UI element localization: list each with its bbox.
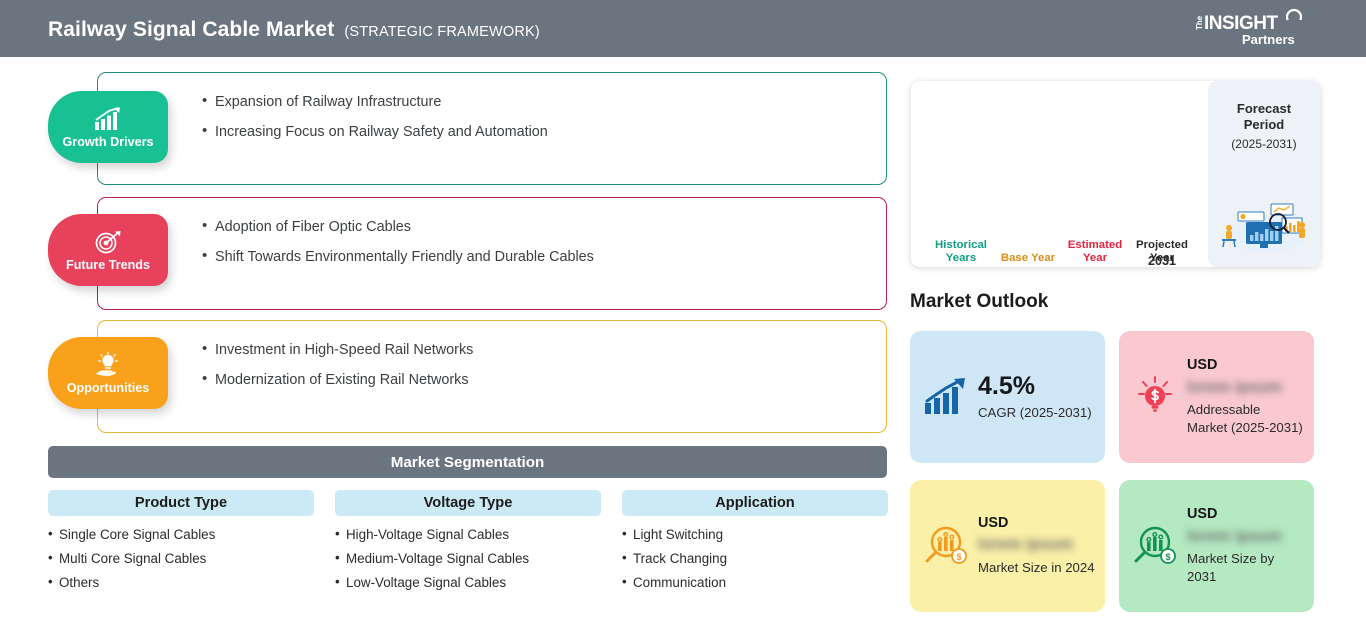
insight-partners-logo[interactable]: The INSIGHT Partners (1190, 8, 1310, 50)
panel-future-trends: Adoption of Fiber Optic Cables Shift Tow… (97, 197, 887, 310)
forecast-period-panel: Forecast Period (2025-2031) (1208, 81, 1320, 267)
svg-text:$: $ (956, 552, 961, 562)
list-item: Increasing Focus on Railway Safety and A… (202, 122, 886, 141)
forecast-line-3: (2025-2031) (1231, 136, 1297, 151)
framework-column: Expansion of Railway Infrastructure Incr… (0, 57, 900, 635)
segment-column-application: Application Light Switching Track Changi… (622, 490, 888, 599)
currency-label: USD (978, 514, 1009, 531)
hand-lightbulb-icon (92, 352, 124, 378)
list-item: Communication (622, 574, 888, 591)
timeline-period-label: 2031 (1147, 254, 1177, 267)
currency-label: USD (1187, 356, 1218, 373)
badge-future-trends[interactable]: Future Trends (48, 214, 168, 286)
market-outlook-title: Market Outlook (910, 291, 1049, 312)
page-header: Railway Signal Cable Market (STRATEGIC F… (0, 0, 1366, 57)
timeline-bars: 2021-2023 Historical Years (911, 81, 1208, 267)
outlook-card-market-size-2024[interactable]: $ USD lorem ipsum Market Size in 2024 (910, 480, 1105, 612)
list-item: Others (48, 574, 314, 591)
magnifier-bar-chart-dollar-icon: $ (920, 523, 972, 569)
outlook-card-body: USD lorem ipsum Market Size in 2024 (972, 514, 1095, 577)
bar-chart-growth-icon (93, 106, 123, 132)
card-label: Market Size in 2024 (978, 559, 1095, 575)
svg-text:$: $ (1165, 552, 1170, 562)
timeline-category-label: Estimated Year (1067, 238, 1123, 264)
badge-label: Growth Drivers (62, 134, 154, 149)
estimate-graph-icon (1083, 216, 1107, 243)
card-label: Market Size by 2031 (1187, 551, 1275, 584)
bar-chart-arrow-up-icon (920, 377, 972, 417)
opportunities-list: Investment in High-Speed Rail Networks M… (202, 340, 886, 389)
panel-growth-drivers: Expansion of Railway Infrastructure Incr… (97, 72, 887, 185)
header-title-group: Railway Signal Cable Market (STRATEGIC F… (48, 18, 540, 42)
target-arrow-icon (93, 229, 123, 255)
hidden-value: lorem ipsum (1187, 527, 1283, 545)
timeline-category-label: Projected Year (1136, 238, 1188, 264)
segment-header[interactable]: Product Type (48, 490, 314, 516)
clock-history-icon (950, 216, 972, 243)
outlook-card-body: 4.5% CAGR (2025-2031) (972, 371, 1095, 422)
segmentation-columns: Product Type Single Core Signal Cables M… (48, 490, 888, 610)
segment-title: Application (715, 495, 795, 511)
page-title: Railway Signal Cable Market (48, 18, 335, 41)
segment-column-voltage-type: Voltage Type High-Voltage Signal Cables … (335, 490, 601, 599)
forecast-line-1: Forecast (1236, 101, 1292, 116)
market-segmentation-title: Market Segmentation (390, 453, 545, 471)
list-item: Low-Voltage Signal Cables (335, 574, 601, 591)
study-period-timeline: 2021-2023 Historical Years (911, 81, 1320, 267)
list-item: Shift Towards Environmentally Friendly a… (202, 247, 886, 266)
analytics-dashboard-illustration (1216, 192, 1312, 259)
outlook-card-body: USD lorem ipsum Addressable Market (2025… (1181, 356, 1304, 436)
timeline-category-label: Historical Years (935, 238, 987, 264)
svg-text:INSIGHT: INSIGHT (1204, 13, 1278, 34)
timeline-category-label: Base Year (1000, 251, 1056, 264)
segment-list: Single Core Signal Cables Multi Core Sig… (48, 526, 314, 591)
segment-list: High-Voltage Signal Cables Medium-Voltag… (335, 526, 601, 591)
list-item: Investment in High-Speed Rail Networks (202, 340, 886, 359)
list-item: Light Switching (622, 526, 888, 543)
hidden-value: lorem ipsum (978, 536, 1074, 554)
list-item: Multi Core Signal Cables (48, 550, 314, 567)
calendar-icon (1017, 216, 1039, 243)
list-item: Adoption of Fiber Optic Cables (202, 217, 886, 236)
list-item: Track Changing (622, 550, 888, 567)
cagr-label: CAGR (2025-2031) (978, 405, 1092, 421)
growth-drivers-list: Expansion of Railway Infrastructure Incr… (202, 92, 886, 141)
segment-header[interactable]: Application (622, 490, 888, 516)
magnifier-bar-chart-dollar-icon: $ (1129, 523, 1181, 569)
svg-text:Partners: Partners (1242, 32, 1295, 47)
hidden-value: lorem ipsum (1187, 378, 1283, 396)
panel-opportunities: Investment in High-Speed Rail Networks M… (97, 320, 887, 433)
outlook-column: 2021-2023 Historical Years (900, 57, 1366, 635)
market-segmentation-header: Market Segmentation (48, 446, 887, 478)
badge-growth-drivers[interactable]: Growth Drivers (48, 91, 168, 163)
segment-list: Light Switching Track Changing Communica… (622, 526, 888, 591)
forecast-period-text: Forecast Period (2025-2031) (1231, 101, 1296, 151)
svg-text:The: The (1195, 15, 1204, 30)
cagr-value: 4.5% (978, 371, 1035, 400)
card-label: Addressable Market (2025-2031) (1187, 402, 1303, 435)
outlook-card-addressable-market[interactable]: USD lorem ipsum Addressable Market (2025… (1119, 331, 1314, 463)
forecast-line-2: Period (1243, 117, 1285, 133)
outlook-card-body: USD lorem ipsum Market Size by 2031 (1181, 505, 1304, 585)
segment-column-product-type: Product Type Single Core Signal Cables M… (48, 490, 314, 599)
list-item: Modernization of Existing Rail Networks (202, 370, 886, 389)
segment-title: Voltage Type (423, 495, 513, 511)
future-trends-list: Adoption of Fiber Optic Cables Shift Tow… (202, 217, 886, 266)
badge-opportunities[interactable]: Opportunities (48, 337, 168, 409)
segment-title: Product Type (134, 495, 228, 511)
list-item: Single Core Signal Cables (48, 526, 314, 543)
currency-label: USD (1187, 505, 1218, 522)
list-item: Expansion of Railway Infrastructure (202, 92, 886, 111)
page-subtitle: (STRATEGIC FRAMEWORK) (344, 24, 540, 40)
outlook-card-cagr[interactable]: 4.5% CAGR (2025-2031) (910, 331, 1105, 463)
segment-header[interactable]: Voltage Type (335, 490, 601, 516)
projection-screen-icon (1150, 216, 1174, 243)
list-item: Medium-Voltage Signal Cables (335, 550, 601, 567)
badge-label: Future Trends (66, 257, 150, 272)
badge-label: Opportunities (66, 380, 150, 395)
outlook-card-market-size-2031[interactable]: $ USD lorem ipsum Market Size by 2031 (1119, 480, 1314, 612)
dollar-lightbulb-icon (1129, 374, 1181, 420)
list-item: High-Voltage Signal Cables (335, 526, 601, 543)
